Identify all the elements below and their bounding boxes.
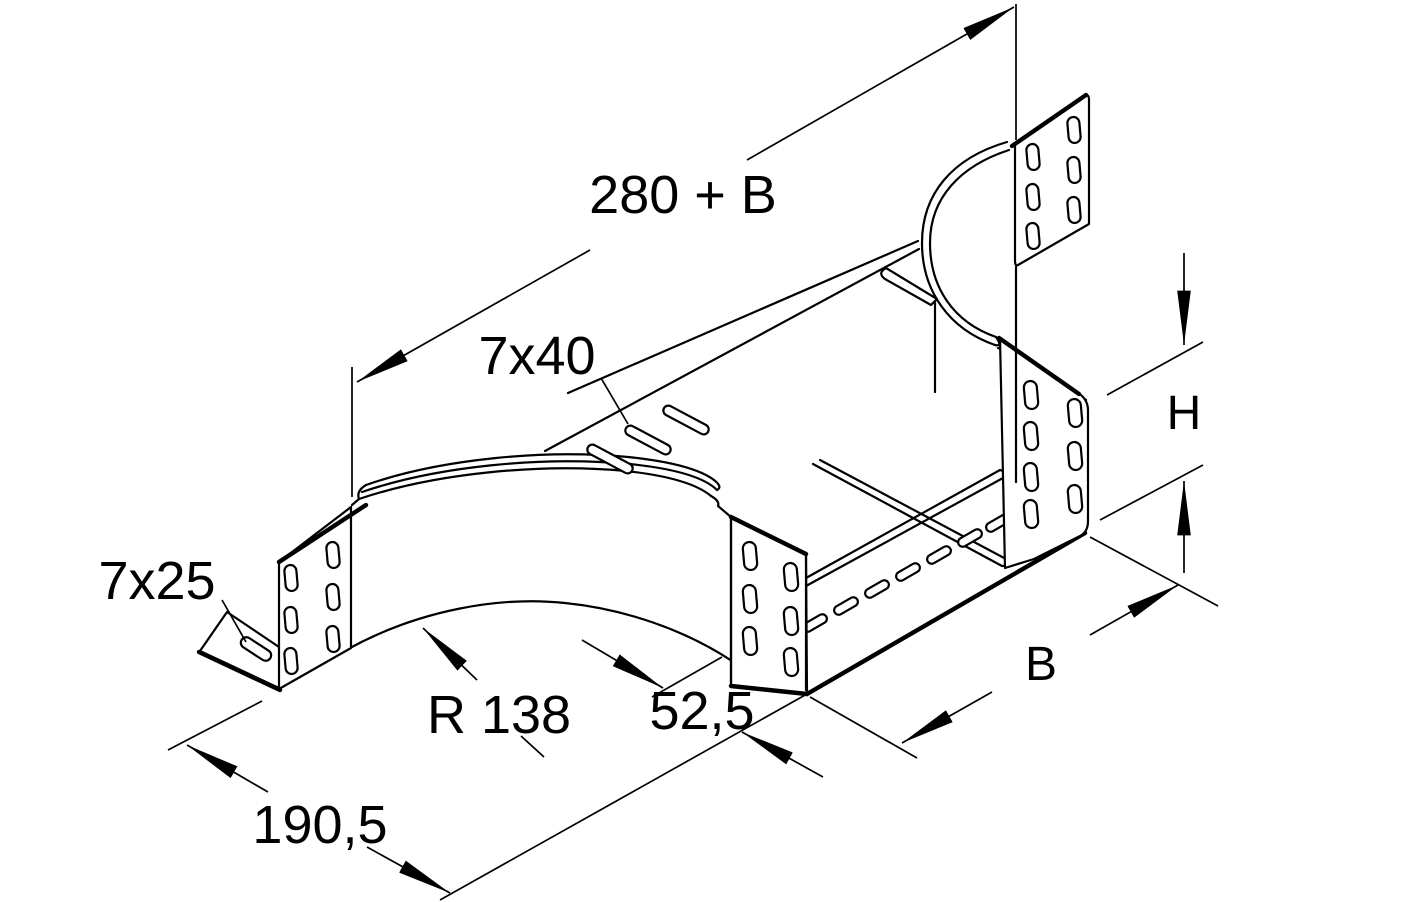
dim-offset: 52,5 <box>581 639 824 778</box>
branch-floor <box>802 458 1088 697</box>
back-wall-lip-tab <box>880 266 939 307</box>
dim-label-width: B <box>1025 638 1057 691</box>
dim-label-floor-slot: 7x40 <box>478 326 595 386</box>
dimensions: 280 + B 7x40 7x25 R 138 52,5 190,5 <box>98 4 1219 901</box>
dim-total-length: 280 + B <box>351 4 1017 497</box>
dim-height: H <box>1099 253 1204 573</box>
trunk-top-edges <box>543 239 921 453</box>
dim-floor-slot: 7x40 <box>478 326 629 425</box>
left-end-plate <box>196 502 369 693</box>
dim-width: B <box>809 536 1219 759</box>
dim-flange-slot: 7x25 <box>98 551 247 643</box>
dim-radius: R 138 <box>422 627 571 758</box>
top-end-plate <box>1009 92 1091 267</box>
right-end-plate <box>996 265 1090 570</box>
dim-label-flange-slot: 7x25 <box>98 551 215 611</box>
dim-label-radius: R 138 <box>427 685 571 745</box>
tray-body <box>196 92 1091 697</box>
flange-slot-7x25 <box>239 636 273 662</box>
dim-label-branch-length: 190,5 <box>252 795 387 855</box>
branch-curve-wall <box>348 453 734 663</box>
dim-label-height: H <box>1167 387 1202 440</box>
dim-label-offset: 52,5 <box>649 681 754 741</box>
dim-branch-length: 190,5 <box>167 693 808 901</box>
floor-slots-7x40 <box>586 404 710 475</box>
dim-label-total-length: 280 + B <box>589 165 777 225</box>
center-post <box>728 514 810 697</box>
